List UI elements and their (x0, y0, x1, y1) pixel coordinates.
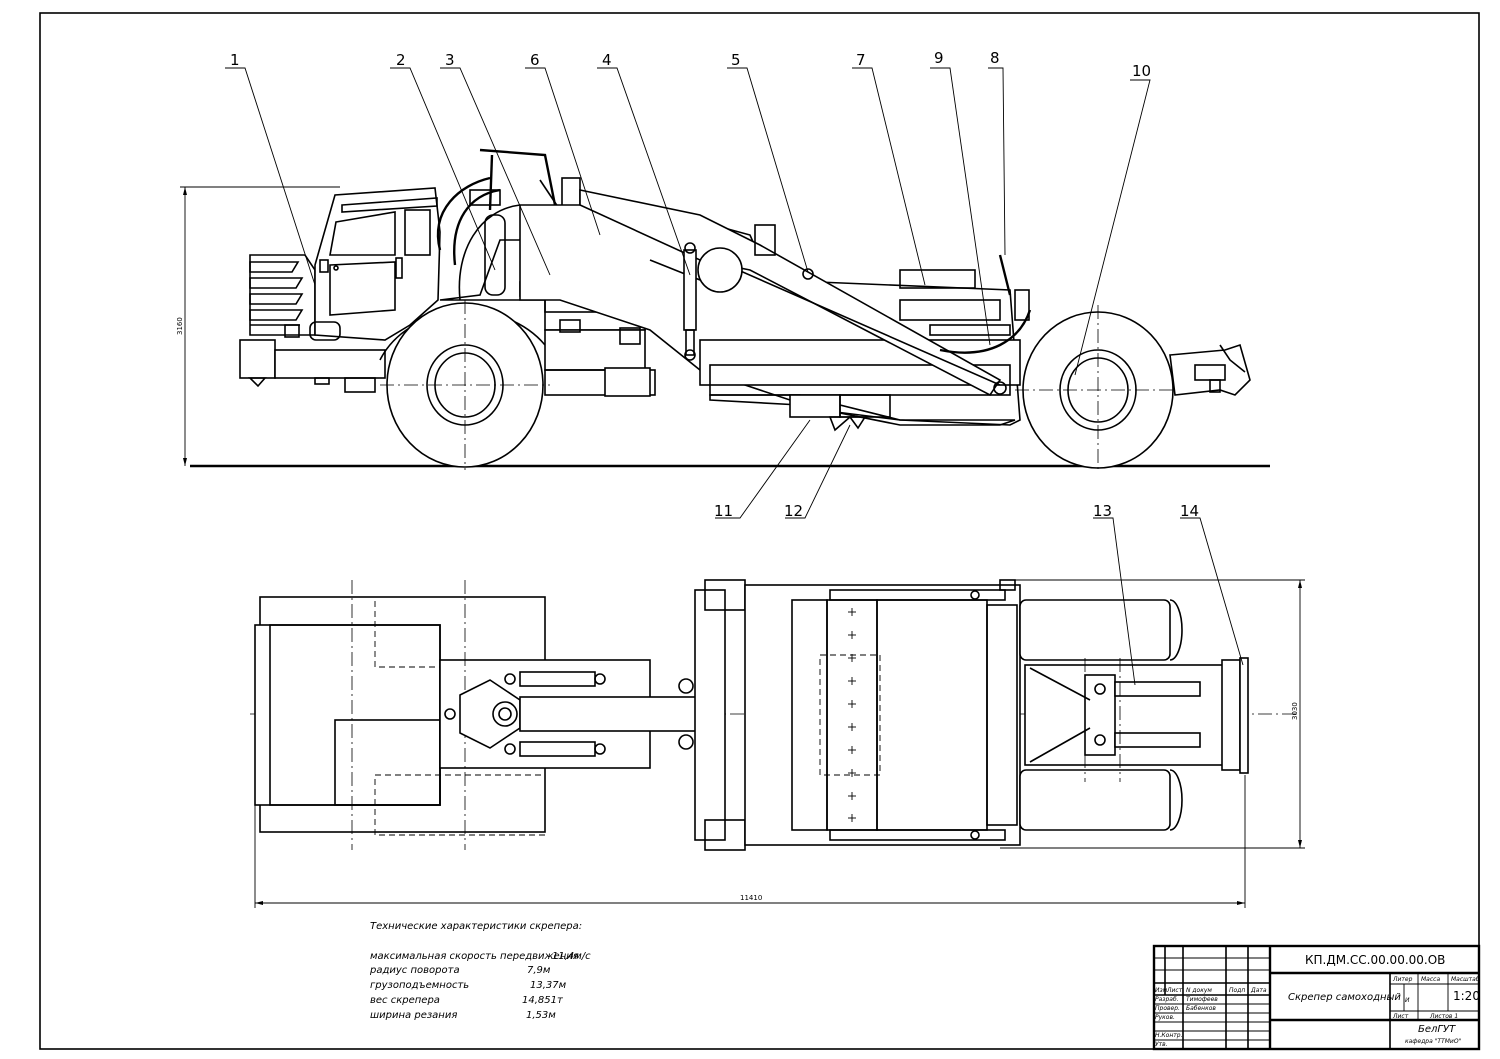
tb-col-scale: Масштаб (1451, 976, 1480, 983)
tb-razrab: Разраб. (1155, 996, 1179, 1003)
spec-name-3: вес скрепера (370, 995, 440, 1006)
length-dimension: 11410 (254, 640, 1246, 908)
height-dimension: 3160 (176, 186, 340, 466)
tb-utv: Утв. (1155, 1041, 1168, 1048)
width-dimension: 3030 (1000, 579, 1305, 849)
callout-13: 13 (1093, 502, 1112, 520)
width-dimension-label: 3030 (1291, 702, 1299, 720)
callout-9: 9 (934, 49, 944, 67)
front-wheel (379, 300, 550, 470)
tb-data: Дата (1250, 987, 1267, 994)
callout-2: 2 (396, 51, 406, 69)
spec-value-1: 7,9м (527, 965, 551, 976)
tb-nkontr: Н.Контр. (1155, 1032, 1183, 1039)
spec-value-2: 13,37м (530, 980, 567, 991)
guard-frame (479, 148, 581, 211)
tb-col-letter: Литер (1392, 976, 1413, 983)
callout-11: 11 (714, 502, 733, 520)
spec-name-2: грузоподъемность (370, 980, 469, 991)
callout-3: 3 (445, 51, 455, 69)
callout-7: 7 (856, 51, 866, 69)
side-view: 3160 (176, 49, 1270, 520)
spec-value-4: 1,53м (526, 1010, 556, 1021)
callout-8: 8 (990, 49, 1000, 67)
leader-14 (1180, 517, 1244, 666)
tb-podp: Подп (1229, 987, 1245, 994)
tractor-plan (254, 580, 701, 850)
tb-letter-value: И (1405, 997, 1410, 1004)
tb-sheet: Лист (1392, 1013, 1409, 1020)
ejector-hose (939, 309, 1032, 354)
rear-push-frame (1169, 343, 1251, 396)
callout-12: 12 (784, 502, 803, 520)
tb-prover-name: Бабенков (1186, 1005, 1216, 1012)
rear-wheel (1015, 305, 1180, 470)
bowl-plan (694, 579, 1021, 851)
plan-view: 13 14 3030 11410 (250, 502, 1305, 908)
tb-col-mass: Масса (1421, 976, 1440, 983)
tb-ndoc: N докум (1186, 987, 1212, 994)
callout-4: 4 (602, 51, 612, 69)
length-dimension-label: 11410 (740, 894, 762, 902)
drawing-code: КП.ДМ.СС.00.00.00.ОВ (1305, 953, 1445, 967)
tb-prover: Провер. (1155, 1005, 1180, 1012)
callout-5: 5 (731, 51, 741, 69)
tb-razrab-name: Тимофеев (1186, 996, 1218, 1003)
tractor-cab (284, 187, 441, 341)
callout-6: 6 (530, 51, 540, 69)
draft-arm (579, 189, 1007, 397)
tractor-front (239, 254, 386, 393)
callout-10: 10 (1132, 62, 1151, 80)
height-dimension-label: 3160 (176, 317, 184, 335)
tb-rukov: Руков. (1155, 1014, 1175, 1021)
callout-14: 14 (1180, 502, 1199, 520)
specs-heading: Технические характеристики скрепера: (370, 921, 582, 932)
spec-name-1: радиус поворота (369, 965, 460, 976)
specifications: Технические характеристики скрепера: мак… (369, 921, 591, 1021)
spec-value-0: 11,4м/с (552, 951, 591, 962)
tb-list: Лист (1166, 987, 1183, 994)
rear-plan (1019, 599, 1249, 831)
apron-markers (848, 608, 856, 822)
leader-13 (1093, 517, 1136, 686)
title-block: КП.ДМ.СС.00.00.00.ОВ Скрепер самоходный … (1152, 944, 1481, 1051)
spec-name-0: максимальная скорость передвижения (370, 951, 579, 962)
sheet-frame (39, 12, 1480, 1050)
callout-1: 1 (230, 51, 240, 69)
drawing-title: Скрепер самоходный (1288, 992, 1401, 1003)
tb-scale-value: 1:20 (1453, 989, 1480, 1003)
lift-cylinder (683, 242, 697, 361)
tb-izm: Изм (1155, 987, 1168, 994)
spec-name-4: ширина резания (370, 1010, 457, 1021)
tb-sheets: Листов 1 (1429, 1013, 1458, 1020)
tb-org: БелГУТ (1418, 1024, 1456, 1035)
spec-value-3: 14,851т (522, 995, 564, 1006)
tb-dept: кафедра "ТТМиО" (1405, 1038, 1462, 1045)
side-leaders (225, 67, 1151, 519)
